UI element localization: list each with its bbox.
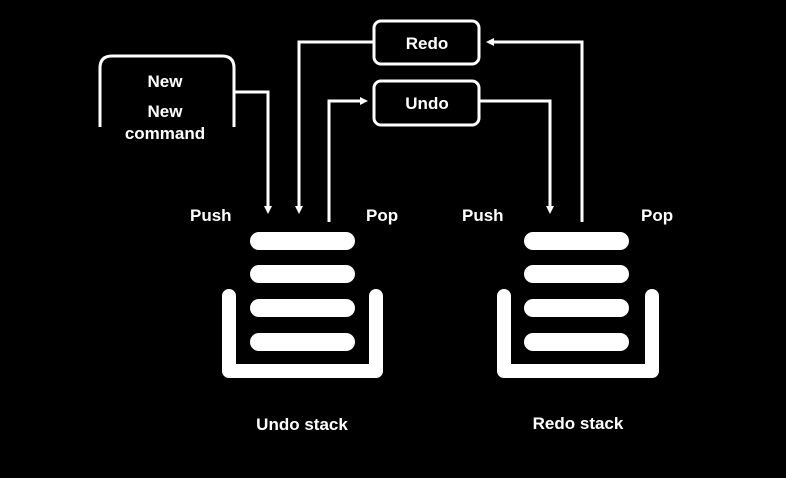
undo-stack-caption: Undo stack	[256, 415, 348, 434]
connectors	[234, 38, 584, 222]
undo-stack-push-label: Push	[190, 206, 232, 225]
undo-stack-item	[250, 333, 355, 351]
redo-box-label: Redo	[406, 34, 449, 53]
undo-stack-pop-label: Pop	[366, 206, 398, 225]
undo-box: Undo	[372, 79, 481, 127]
arrow-undo-to-redo-stack	[479, 99, 554, 214]
redo-stack-item	[524, 333, 629, 351]
redo-stack-pop-label: Pop	[641, 206, 673, 225]
undo-stack-item	[250, 232, 355, 250]
arrow-redo-stack-to-redo	[486, 38, 584, 222]
redo-box: Redo	[372, 19, 481, 66]
arrow-redo-to-undo-stack	[295, 40, 374, 214]
new-command-line3: command	[125, 124, 205, 143]
new-command-box-outline	[98, 54, 236, 127]
redo-stack-item	[524, 232, 629, 250]
redo-stack-item	[524, 265, 629, 283]
undo-box-frame	[372, 79, 481, 127]
undo-stack: Push Pop Undo stack	[190, 206, 398, 434]
undo-stack-container	[222, 289, 383, 378]
arrow-undo-stack-to-undo	[327, 97, 368, 222]
undo-box-label: Undo	[405, 94, 448, 113]
redo-stack-item	[524, 299, 629, 317]
redo-stack: Push Pop Redo stack	[462, 206, 673, 433]
new-command-box: New New command	[98, 54, 236, 143]
undo-stack-item	[250, 299, 355, 317]
redo-stack-caption: Redo stack	[533, 414, 624, 433]
arrow-new-to-undo-stack	[234, 90, 272, 214]
redo-stack-container	[497, 289, 659, 378]
redo-stack-push-label: Push	[462, 206, 504, 225]
new-command-line1: New	[148, 72, 184, 91]
new-command-line2: New	[148, 102, 184, 121]
undo-stack-item	[250, 265, 355, 283]
